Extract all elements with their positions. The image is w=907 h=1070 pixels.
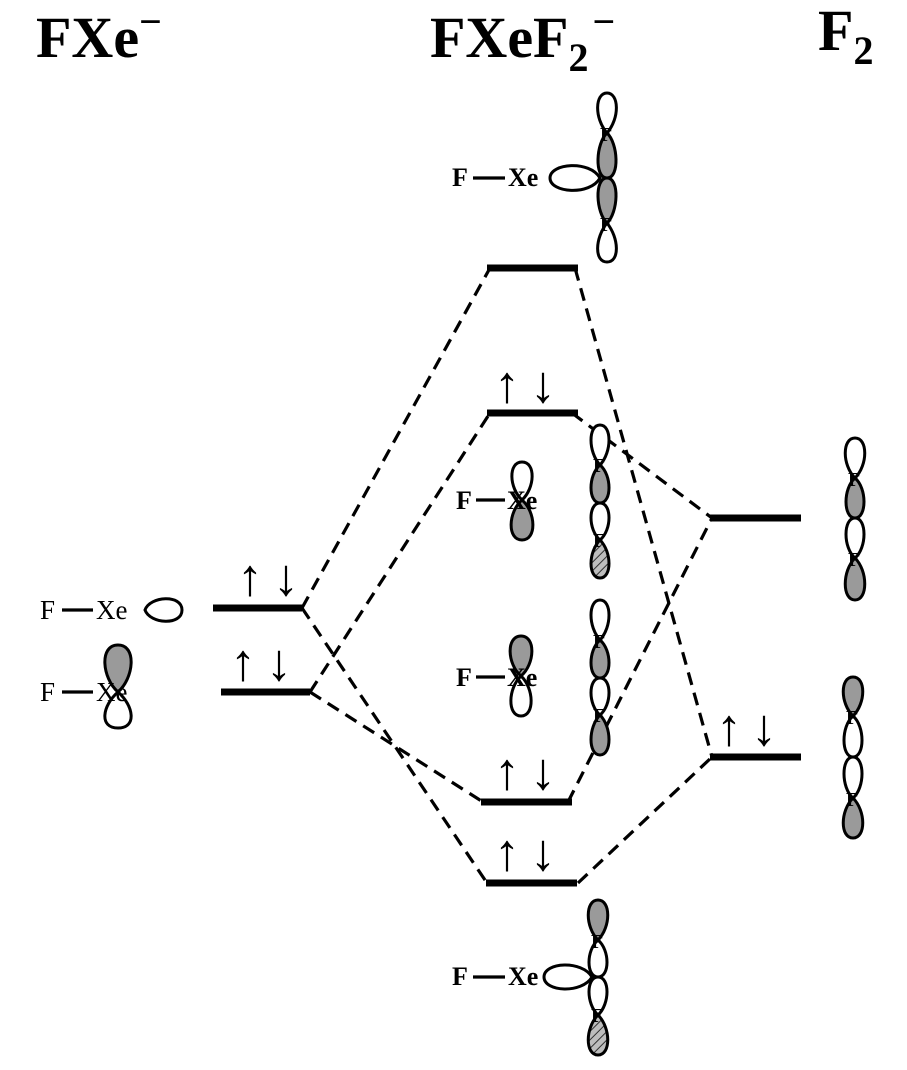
electron-down-arrow: ↓ [530,357,556,414]
energy-levels [213,264,801,887]
orbital-lobe [510,460,534,503]
orbital-lobe [103,643,133,694]
fxef2-f2-pi-upper: F F [589,423,611,580]
atom-label-xe: Xe [508,163,538,192]
electron-down-arrow: ↓ [530,825,556,882]
orbital-lobe [841,675,865,719]
atom-label-f: F [848,549,860,571]
heading-fxef2-charge: − [592,0,616,44]
electron-pairs: ↑ ↓ ↑ ↓ ↑ ↓ ↑ ↓ ↑ ↓ ↑ ↓ [230,357,777,882]
atom-label-f: F [593,631,605,653]
heading-fxef2-anion: FXeF2− [430,2,615,78]
atom-label-f: F [600,124,612,146]
fxef2-orbital-pi-upper: F Xe [456,460,537,542]
fxe-sigma-orbital: F Xe [40,595,184,625]
atom-label-f: F [848,469,860,491]
atom-label-xe: Xe [508,962,538,991]
fxef2-orbital-pi-lower: F Xe [456,634,537,718]
heading-f2: F2 [818,2,873,71]
orbital-lobe [841,795,865,840]
orbital-lobe [596,220,618,264]
orbital-lobe [508,634,534,678]
electron-up-arrow: ↑ [494,744,520,801]
atom-label-f: F [40,677,55,707]
heading-fxe-charge: − [139,0,162,44]
atom-label-f: F [591,1005,603,1027]
heading-f2-subscript: 2 [853,28,874,73]
atom-label-f: F [40,595,55,625]
atom-label-f: F [593,530,605,552]
orbital-lobe [548,164,602,192]
atom-label-xe: Xe [507,663,537,692]
f2-sigma-star-orbital: F F [843,436,867,602]
electron-up-arrow: ↑ [237,550,263,607]
atom-label-f: F [456,486,472,515]
fxef2-orbital-top: F Xe F F [452,91,618,264]
electron-up-arrow: ↑ [716,700,742,757]
electron-down-arrow: ↓ [273,550,299,607]
correlation-line [309,690,484,804]
correlation-line [576,755,714,885]
electron-up-arrow: ↑ [494,825,520,882]
heading-fxe-base: FXe [36,5,140,70]
orbital-lobe [542,963,594,991]
atom-label-f: F [452,962,468,991]
atom-label-f: F [593,455,605,477]
atom-label-f: F [456,663,472,692]
atom-label-xe: Xe [507,486,537,515]
electron-up-arrow: ↑ [230,635,256,692]
atom-label-f: F [600,214,612,236]
orbital-lobe [103,690,133,730]
orbital-lobe [589,598,611,643]
orbital-lobe [509,673,533,718]
atom-label-xe: Xe [96,677,127,707]
atom-label-f: F [593,705,605,727]
electron-down-arrow: ↓ [530,744,556,801]
heading-fxef2-subscript: 2 [568,35,589,80]
electron-up-arrow: ↑ [494,357,520,414]
orbital-lobe [589,537,611,580]
orbital-lobe [143,597,184,623]
atom-label-xe: Xe [96,595,127,625]
orbital-lobe [509,498,535,542]
orbital-lobe [586,898,610,943]
orbital-lobe [843,555,867,602]
electron-down-arrow: ↓ [266,635,292,692]
orbital-lobe [589,712,611,757]
correlation-line [300,607,489,884]
fxe-pi-orbital: F Xe [40,643,133,730]
correlation-line [308,412,492,693]
atom-label-f: F [452,163,468,192]
atom-label-f: F [846,789,858,811]
heading-f2-base: F [818,0,854,63]
correlation-line [573,267,714,758]
heading-fxef2-base: FXeF [430,5,569,70]
fxef2-orbital-bottom: F Xe F F [452,898,610,1057]
orbital-lobe [589,423,611,468]
correlation-line [300,267,492,609]
orbital-lobe [843,436,867,481]
correlation-line [566,517,714,803]
atom-label-f: F [846,707,858,729]
orbital-lobe [586,1012,610,1057]
f2-sigma-orbital: F F [841,675,865,840]
orbital-lobe [596,91,618,136]
electron-down-arrow: ↓ [751,700,777,757]
atom-label-f: F [591,931,603,953]
fxef2-f2-pi-lower: F F [589,598,611,757]
heading-fxe-anion: FXe− [36,2,162,67]
